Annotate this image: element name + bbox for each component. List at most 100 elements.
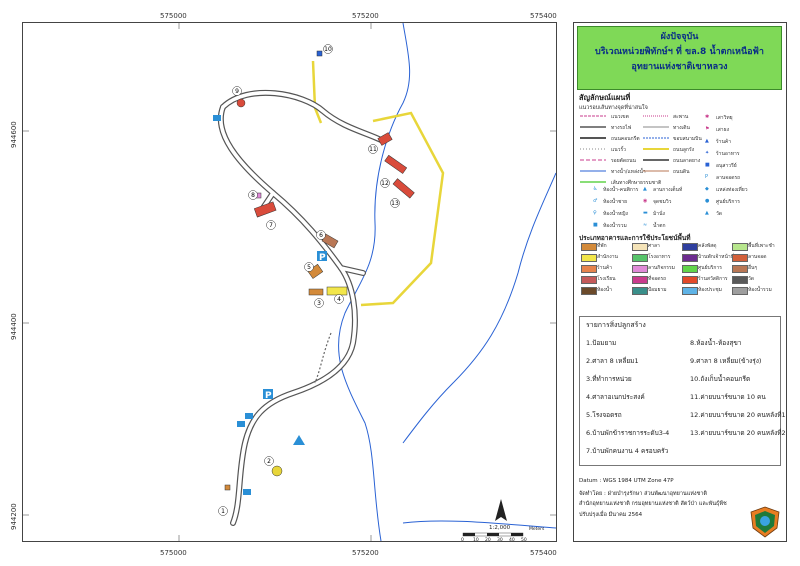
svg-text:13: 13 — [391, 200, 399, 207]
landuse-swatch — [632, 287, 648, 295]
landuse-label: คลังพัสดุ — [698, 243, 717, 249]
map-title-box: ผังปัจจุบัน บริเวณหน่วยพิทักษ์ฯ ที่ ขล.8… — [577, 26, 782, 90]
landuse-label: ศูนย์บริการ — [698, 265, 722, 271]
svg-text:6: 6 — [319, 232, 323, 239]
svg-text:3: 3 — [317, 300, 321, 307]
restroom-icons — [213, 115, 253, 495]
landuse-label: สำนักงาน — [597, 254, 618, 260]
coord-top-2: 575200 — [352, 12, 379, 20]
building-item: 8.ห้องน้ำ-ห้องสุขา — [690, 339, 742, 347]
svg-text:20: 20 — [485, 537, 491, 541]
restroom-icon: ■ — [593, 222, 598, 228]
legend-subheading: แนวรอบเส้นทางจุดที่น่าสนใจ — [579, 105, 648, 111]
landuse-swatch — [732, 254, 748, 262]
trail-lines — [311, 60, 445, 307]
landuse-label: วัด — [748, 276, 755, 282]
svg-text:8: 8 — [251, 192, 255, 199]
trail-to-tank — [311, 60, 323, 124]
building-item: 13.ค่ายบนาร์ขนาด 20 คนหลังที่2 — [690, 429, 786, 437]
landuse-swatch — [682, 243, 698, 251]
building-11 — [377, 132, 393, 146]
landuse-swatch — [632, 254, 648, 262]
building-3 — [308, 288, 324, 296]
svg-text:1:2,000: 1:2,000 — [489, 525, 511, 531]
legend-heading: สัญลักษณ์แผนที่ — [579, 93, 631, 102]
main-road-outline — [217, 89, 386, 526]
agency-logo-icon — [750, 506, 780, 538]
building-10 — [316, 50, 323, 57]
made-by-text: จัดทำโดย : ฝ่ายบำรุงรักษา ส่วนพัฒนาอุทยา… — [579, 491, 708, 497]
svg-text:11: 11 — [369, 146, 377, 153]
bench-icon: ▬ — [643, 210, 648, 216]
coord-bottom-1: 575000 — [160, 549, 187, 557]
building-9 — [236, 98, 246, 108]
restaurant-icon: ✦ — [705, 150, 710, 156]
restroom-disabled-icon: ♿ — [593, 186, 598, 192]
parking-icons: P P — [263, 251, 327, 445]
radio-tower-icon: ✱ — [705, 114, 710, 120]
building-item: 9.ศาลา 8 เหลี่ยม(ข้างรุ่ง) — [690, 357, 762, 365]
map-canvas: P P 9 10 11 12 13 8 7 6 5 3 4 2 1 — [23, 23, 556, 541]
landuse-label: โรงอาหาร — [648, 254, 671, 260]
title-line-3: อุทยานแห่งชาติเขาหลวง — [631, 62, 728, 72]
point-labels: 9 10 11 12 13 8 7 6 5 3 4 2 1 — [218, 44, 400, 516]
attraction-icon: ◆ — [705, 186, 709, 192]
building-item: 11.ค่ายบนาร์ขนาด 10 คน — [690, 393, 766, 401]
building-4 — [326, 286, 348, 296]
monument-icon: ■ — [705, 162, 710, 168]
svg-text:10: 10 — [473, 537, 479, 541]
landuse-swatch — [732, 265, 748, 273]
waterfall-icon: ≈ — [643, 222, 648, 228]
coord-top-3: 575400 — [530, 12, 557, 20]
svg-text:50: 50 — [521, 537, 527, 541]
temple-icon: ▲ — [705, 210, 709, 216]
scale-bar: 1:2,000 0 10 20 30 40 50 Meters — [461, 525, 545, 541]
map-frame[interactable]: P P 9 10 11 12 13 8 7 6 5 3 4 2 1 — [22, 22, 557, 542]
svg-text:1: 1 — [221, 508, 225, 515]
viewpoint-icon: ◉ — [643, 198, 648, 204]
svg-text:30: 30 — [497, 537, 503, 541]
svg-text:P: P — [319, 253, 326, 263]
svg-text:5: 5 — [307, 264, 311, 271]
landuse-swatch — [732, 287, 748, 295]
campsite-icon — [293, 435, 305, 445]
building-item: 4.ศาลาอเนกประสงค์ — [586, 393, 645, 401]
building-13 — [392, 178, 415, 199]
svg-text:4: 4 — [337, 296, 341, 303]
building-item: 12.ค่ายบนาร์ขนาด 20 คนหลังที่1 — [690, 411, 786, 419]
restroom-icon-3 — [237, 421, 245, 427]
landuse-label: อื่นๆ — [748, 265, 758, 271]
north-arrow-icon — [495, 499, 507, 521]
grid-ticks — [23, 23, 556, 541]
restroom-male-icon: ♂ — [593, 198, 598, 204]
svg-text:9: 9 — [235, 88, 239, 95]
landuse-label: ร้านสวัสดิการ — [698, 276, 728, 282]
landuse-swatch — [682, 287, 698, 295]
parking-icon-1 — [263, 389, 273, 399]
building-list-box — [579, 316, 781, 466]
title-line-2: บริเวณหน่วยพิทักษ์ฯ ที่ ขล.8 น้ำตกเหนือฟ… — [595, 47, 764, 57]
building-item: 1.ป้อมยาม — [586, 339, 617, 347]
landuse-swatch — [581, 287, 597, 295]
landuse-label: ห้องน้ำ — [597, 287, 612, 293]
landuse-label: ลานกิจกรรม — [648, 265, 675, 271]
coord-left-3: 944200 — [10, 503, 18, 530]
landuse-heading: ประเภทอาคารและการใช้ประโยชน์พื้นที่ — [579, 234, 691, 242]
main-road-fill — [219, 91, 385, 525]
coord-left-1: 944600 — [10, 121, 18, 148]
landuse-swatch — [632, 243, 648, 251]
datum-text: Datum : WGS 1984 UTM Zone 47P — [579, 478, 674, 484]
shop-icon: ▲ — [705, 138, 709, 144]
building-item: 2.ศาลา 8 เหลี่ยม1 — [586, 357, 639, 365]
footpath — [314, 332, 332, 384]
river-lines — [338, 23, 556, 541]
updated-text: ปรับปรุงเมื่อ มีนาคม 2564 — [579, 512, 643, 518]
building-item: 3.ที่ทำการหน่วย — [586, 375, 632, 383]
landuse-label: ที่พัก — [597, 243, 607, 249]
river-bottom — [402, 520, 556, 529]
coord-left-2: 944400 — [10, 313, 18, 340]
river-right — [402, 172, 556, 444]
svg-text:7: 7 — [269, 222, 273, 229]
svg-text:12: 12 — [381, 180, 389, 187]
landuse-swatch — [581, 243, 597, 251]
